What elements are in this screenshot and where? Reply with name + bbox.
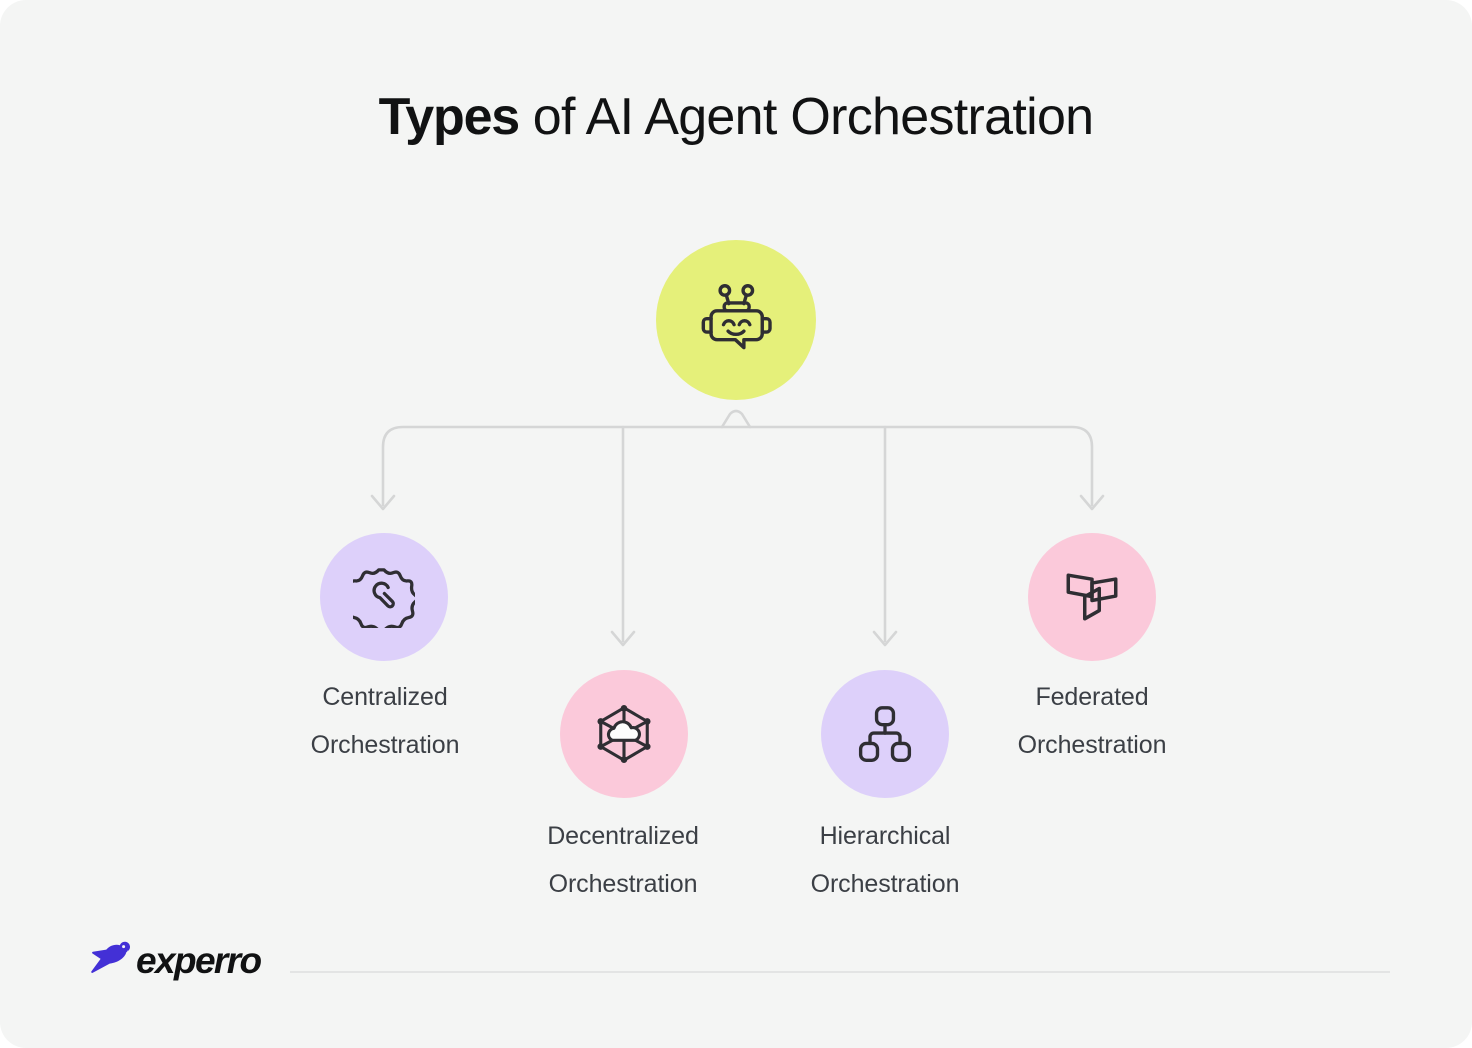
node-decentralized-bubble[interactable] — [560, 670, 688, 798]
arrow-head-2 — [610, 630, 636, 647]
arrow-head-1 — [370, 494, 396, 511]
node-federated-caption: Federated Orchestration — [952, 673, 1232, 769]
arrow-head-3 — [872, 630, 898, 647]
node-hierarchical-bubble[interactable] — [821, 670, 949, 798]
three-pronged-cube-icon — [1066, 573, 1118, 621]
experro-wordmark: experro — [136, 939, 262, 981]
bird-icon — [91, 941, 130, 973]
gear-wrench-icon — [353, 568, 415, 628]
caption-line-1: Federated — [1035, 683, 1149, 711]
page-title-rest: of AI Agent Orchestration — [519, 88, 1094, 146]
page-title-emphasis: Types — [378, 88, 521, 146]
node-hierarchical-caption: Hierarchical Orchestration — [745, 812, 1025, 908]
page-title: Types of AI Agent Orchestration — [0, 86, 1472, 148]
footer-divider — [290, 971, 1390, 973]
caption-line-1: Hierarchical — [819, 822, 951, 850]
caption-line-2: Orchestration — [310, 731, 460, 759]
node-centralized-bubble[interactable] — [320, 533, 448, 661]
caption-line-1: Decentralized — [547, 822, 699, 850]
node-decentralized-caption: Decentralized Orchestration — [483, 812, 763, 908]
arrow-head-4 — [1079, 494, 1105, 511]
node-federated-bubble[interactable] — [1028, 533, 1156, 661]
horizontal-bus — [381, 425, 1094, 507]
node-centralized-caption: Centralized Orchestration — [245, 673, 525, 769]
root-stem — [720, 409, 752, 429]
caption-line-2: Orchestration — [810, 870, 960, 898]
root-node-bubble[interactable] — [656, 240, 816, 400]
caption-line-1: Centralized — [322, 683, 448, 711]
caption-line-2: Orchestration — [1017, 731, 1167, 759]
hierarchy-sitemap-icon — [858, 706, 912, 762]
mesh-network-cloud-icon — [597, 705, 651, 763]
robot-icon — [701, 284, 772, 350]
experro-logo[interactable]: experro — [88, 939, 262, 981]
caption-line-2: Orchestration — [548, 870, 698, 898]
footer: experro — [88, 939, 1390, 1002]
